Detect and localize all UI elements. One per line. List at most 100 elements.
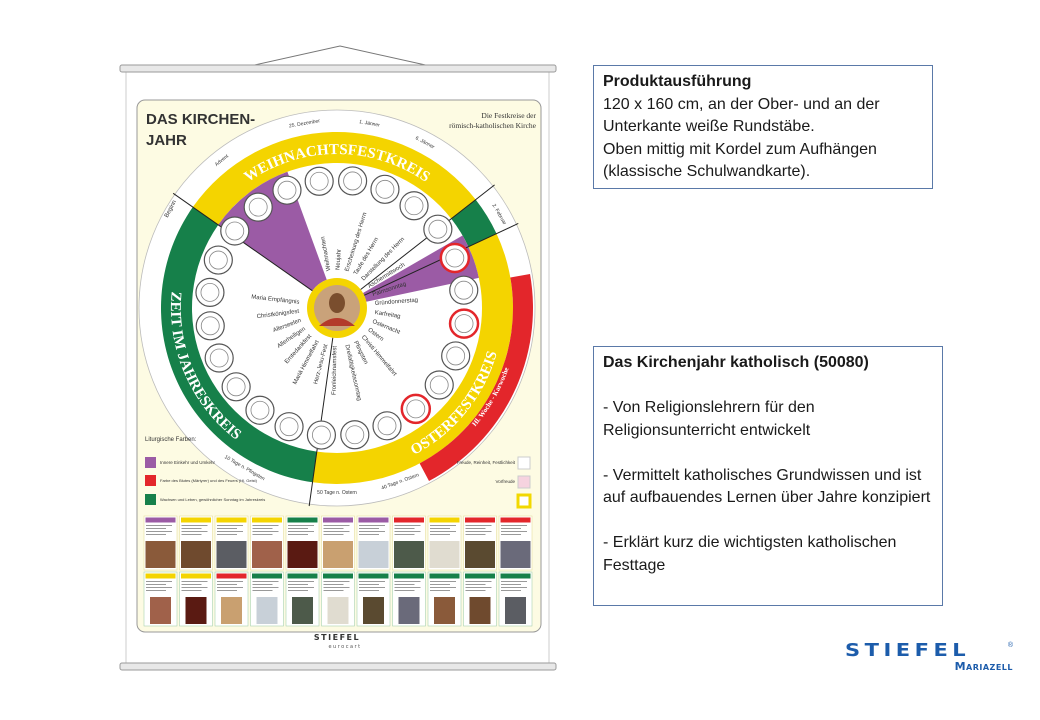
feast-card-text-line bbox=[359, 590, 379, 591]
legend-label: Wachsen und Leben, gewöhnlicher Sonntag … bbox=[160, 497, 265, 502]
feast-card-text-line bbox=[217, 525, 243, 526]
feast-symbol-icon bbox=[274, 412, 304, 442]
feast-label: Fronleichnamsfest bbox=[332, 346, 339, 395]
feast-symbol-icon bbox=[337, 166, 368, 196]
feast-card-text-line bbox=[146, 525, 172, 526]
feast-symbol-icon bbox=[370, 174, 400, 204]
feast-card-text-line bbox=[394, 531, 421, 532]
feast-card-header bbox=[216, 517, 247, 523]
feast-card-header bbox=[181, 573, 211, 579]
feast-symbol-icon bbox=[340, 420, 370, 450]
feast-symbol-inner-icon bbox=[375, 179, 395, 199]
feast-symbol-inner-icon bbox=[208, 250, 228, 270]
feast-symbol-inner-icon bbox=[200, 283, 220, 302]
feast-symbol-inner-icon bbox=[446, 346, 466, 366]
feast-card-text-line bbox=[181, 584, 202, 585]
feast-symbol-inner-icon bbox=[345, 425, 365, 445]
date-label: 50 Tage n. Ostern bbox=[317, 490, 357, 496]
product-description-box: Das Kirchenjahr katholisch (50080) - Von… bbox=[593, 346, 943, 606]
feast-card-header bbox=[252, 573, 282, 579]
feast-card-text-line bbox=[430, 587, 456, 588]
ordinary-time-band bbox=[160, 207, 317, 483]
feast-card-text-line bbox=[252, 528, 273, 529]
legend-label: Freude, Reinheit, Festlichkeit bbox=[457, 460, 516, 465]
feast-symbol-inner-icon bbox=[454, 314, 474, 333]
feast-card-text-line bbox=[217, 528, 237, 529]
poster-subtitle: Die Festkreise der bbox=[481, 111, 536, 120]
product-spec-line: (klassische Schulwandkarte). bbox=[603, 163, 811, 180]
feast-symbol-inner-icon bbox=[200, 316, 220, 336]
feast-symbol-icon bbox=[195, 311, 225, 341]
feast-card-header bbox=[323, 517, 353, 523]
feast-card-photo bbox=[150, 597, 171, 624]
logo-brand: STIEFEL bbox=[845, 640, 971, 661]
feast-card-header bbox=[252, 517, 282, 523]
feast-card-text-line bbox=[288, 528, 308, 529]
feast-card-text-line bbox=[394, 587, 421, 588]
feast-card-photo bbox=[429, 541, 460, 568]
feast-card-text-line bbox=[465, 528, 486, 529]
feast-card-text-line bbox=[252, 534, 273, 535]
feast-card-photo bbox=[469, 597, 491, 624]
feast-card-text-line bbox=[501, 581, 527, 582]
feast-symbol-inner-icon bbox=[279, 417, 299, 437]
feast-card-text-line bbox=[430, 584, 450, 585]
feast-symbol-inner-icon bbox=[248, 197, 268, 217]
feast-card-text-line bbox=[394, 528, 415, 529]
legend-title: Liturgische Farben: bbox=[145, 437, 197, 443]
feast-card-header bbox=[145, 517, 176, 523]
feast-card-text-line bbox=[394, 590, 415, 591]
easter-band bbox=[312, 233, 513, 484]
feast-symbol-inner-icon bbox=[454, 280, 474, 300]
feast-label: Weihnachten bbox=[320, 236, 332, 271]
product-spec-line: Oben mittig mit Kordel zum Aufhängen bbox=[603, 140, 877, 158]
feast-card-header bbox=[145, 573, 176, 579]
feast-card-text-line bbox=[146, 534, 166, 535]
feast-card-text-line bbox=[359, 525, 385, 526]
feast-card-text-line bbox=[359, 584, 379, 585]
feast-card-text-line bbox=[181, 534, 202, 535]
legend-swatch-purple bbox=[145, 457, 156, 468]
feast-card-text-line bbox=[394, 534, 415, 535]
poster-subtitle-2: römisch-katholischen Kirche bbox=[449, 121, 537, 130]
feast-card-text-line bbox=[323, 587, 350, 588]
feast-card-text-line bbox=[394, 581, 421, 582]
feast-symbol-icon bbox=[245, 395, 275, 425]
feast-card-text-line bbox=[288, 590, 308, 591]
logo-sub: Mariazell bbox=[954, 660, 1013, 673]
feast-card-text-line bbox=[359, 528, 379, 529]
feast-card-photo bbox=[398, 597, 420, 624]
feast-card-text-line bbox=[501, 587, 527, 588]
feast-card-photo bbox=[292, 597, 313, 624]
feast-card-text-line bbox=[288, 584, 308, 585]
legend-swatch-pink bbox=[517, 475, 531, 489]
feast-card-photo bbox=[252, 541, 282, 568]
product-spec-line: Unterkante weiße Rundstäbe. bbox=[603, 118, 815, 135]
feast-card-text-line bbox=[359, 581, 385, 582]
feast-card-header bbox=[181, 517, 211, 523]
feast-card-text-line bbox=[146, 531, 172, 532]
feast-card-text-line bbox=[501, 534, 521, 535]
christmas-band bbox=[192, 131, 476, 225]
feast-card-text-line bbox=[465, 531, 492, 532]
feast-card-photo bbox=[358, 541, 389, 568]
feast-card-text-line bbox=[501, 590, 521, 591]
hanging-cord bbox=[249, 45, 431, 67]
feast-symbol-icon bbox=[423, 214, 453, 244]
feast-symbol-icon bbox=[448, 308, 480, 339]
feast-card-text-line bbox=[465, 590, 486, 591]
feast-card-text-line bbox=[288, 581, 314, 582]
feast-card-header bbox=[287, 573, 318, 579]
feast-card-text-line bbox=[288, 534, 308, 535]
feast-card-text-line bbox=[323, 584, 344, 585]
feast-card-text-line bbox=[501, 528, 521, 529]
feast-card-header bbox=[500, 517, 531, 523]
feast-card-header bbox=[465, 517, 495, 523]
feast-card-photo bbox=[256, 597, 278, 624]
feast-symbol-icon bbox=[203, 245, 233, 275]
feast-card-text-line bbox=[252, 581, 279, 582]
feast-card-photo bbox=[181, 541, 211, 568]
feast-card-text-line bbox=[323, 590, 344, 591]
feast-card-header bbox=[358, 517, 389, 523]
feast-symbol-inner-icon bbox=[343, 171, 362, 191]
